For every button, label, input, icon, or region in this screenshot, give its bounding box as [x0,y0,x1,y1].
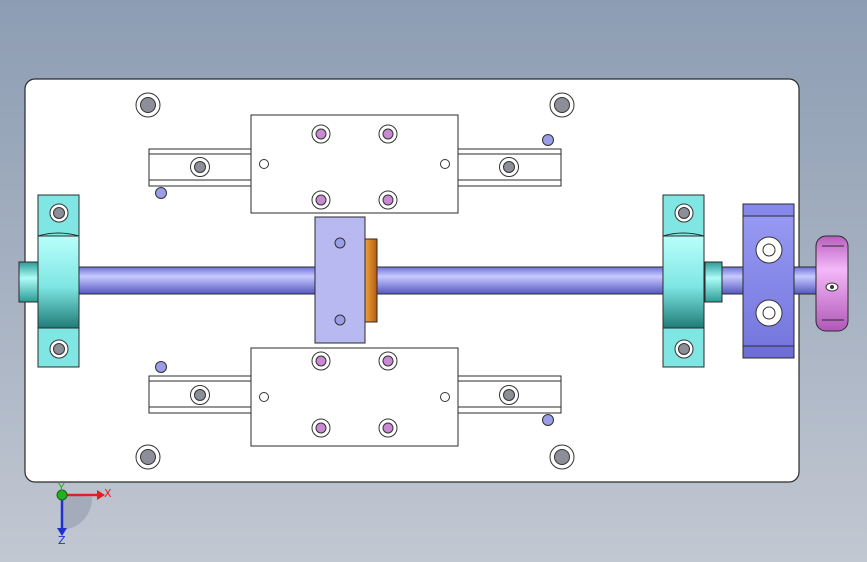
rail-end-stop[interactable] [155,361,167,373]
motor-bracket[interactable] [742,203,795,359]
plate-hole[interactable] [549,92,575,118]
carriage-screw[interactable] [378,351,398,371]
triad-z-label: Z [58,534,66,547]
carriage-screw[interactable] [311,351,331,371]
rail-end-stop[interactable] [155,187,167,199]
bearing-screw[interactable] [674,203,694,223]
carriage-screw[interactable] [378,190,398,210]
lower-carriage[interactable] [250,347,459,447]
bearing-screw[interactable] [49,339,69,359]
rail-end-stop[interactable] [542,134,554,146]
carriage-screw[interactable] [311,418,331,438]
bearing-screw[interactable] [49,203,69,223]
carriage-screw[interactable] [378,124,398,144]
bracket-screw[interactable] [755,299,783,327]
triad-y-label: Y [57,481,65,494]
rail-screw[interactable] [190,385,210,405]
nut-block[interactable] [314,216,366,344]
carriage-screw[interactable] [311,124,331,144]
rail-end-stop[interactable] [542,414,554,426]
rail-screw[interactable] [499,385,519,405]
plate-hole[interactable] [135,444,161,470]
carriage-screw[interactable] [378,418,398,438]
carriage-screw[interactable] [311,190,331,210]
xyz-triad-icon [56,489,105,536]
shaft-coupling[interactable] [815,235,849,332]
bracket-screw[interactable] [755,236,783,264]
right-support-bearing[interactable] [662,194,723,368]
bearing-screw[interactable] [674,339,694,359]
rail-screw[interactable] [190,157,210,177]
triad-x-label: X [104,487,112,500]
plate-hole[interactable] [549,444,575,470]
plate-hole[interactable] [135,92,161,118]
left-support-bearing[interactable] [37,194,80,368]
upper-carriage[interactable] [250,114,459,214]
rail-screw[interactable] [499,157,519,177]
plate-holes [135,92,575,470]
